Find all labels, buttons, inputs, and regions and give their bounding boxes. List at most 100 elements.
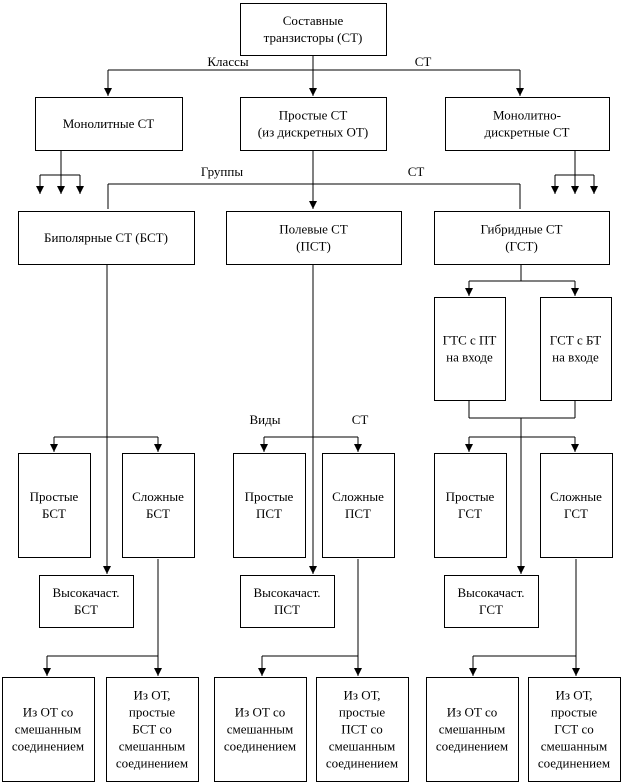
box-label: ПСТ со: [341, 721, 383, 736]
box-frame: [226, 211, 402, 265]
box-frame: [39, 575, 134, 628]
box-root: Составные транзисторы (СТ): [240, 3, 387, 56]
box-label: транзисторы (СТ): [264, 30, 363, 45]
box-gst-hq: Высокачаст. ГСТ: [444, 575, 539, 628]
box-frame: [240, 575, 335, 628]
box-label: (ГСТ): [505, 238, 538, 253]
box-label: ГТС с ПТ: [443, 332, 497, 347]
box-label: ГСТ с БТ: [550, 332, 602, 347]
box-pst-hq: Высокачаст.ПСТ: [240, 575, 335, 628]
label-kinds: Виды: [250, 412, 281, 427]
box-frame: [240, 3, 387, 56]
box-label: Сложные: [132, 489, 184, 504]
box-label: ПСТ: [274, 602, 300, 617]
box-bst-hq: Высокачаст. БСТ: [39, 575, 134, 628]
box-label: смешанным: [119, 738, 185, 753]
box-label: Простые: [245, 489, 294, 504]
box-frame: [35, 97, 183, 151]
box-label: соединением: [224, 738, 296, 753]
box-frame: [540, 453, 613, 558]
box-label: дискретные СТ: [485, 124, 570, 139]
box-label: БСТ: [146, 506, 170, 521]
box-frame: [2, 677, 95, 782]
box-label: смешанным: [439, 721, 505, 736]
box-label: смешанным: [15, 721, 81, 736]
label-groups: Группы: [201, 164, 243, 179]
box-label: соединением: [436, 738, 508, 753]
box-bst: Биполярные СТ (БСТ): [18, 211, 195, 265]
box-label: простые: [129, 704, 175, 719]
box-label: БСТ: [42, 506, 66, 521]
box-label: ПСТ: [256, 506, 282, 521]
box-label: Из ОТ со: [447, 704, 498, 719]
box-b-mixed: Из ОТ со смешанным соединением: [2, 677, 95, 782]
box-label: соединением: [326, 755, 398, 770]
box-label: Высокачаст.: [457, 585, 524, 600]
box-frame: [434, 297, 506, 401]
box-label: смешанным: [227, 721, 293, 736]
box-label: Простые СТ: [279, 107, 348, 122]
box-gts-pt: ГТС с ПТ на входе: [434, 297, 506, 401]
box-label: Из ОТ,: [133, 687, 170, 702]
box-label: соединением: [538, 755, 610, 770]
label-st-classes: СТ: [415, 54, 432, 69]
box-frame: [444, 575, 539, 628]
box-label: Сложные: [332, 489, 384, 504]
box-simple: Простые СТ (из дискретных ОТ): [240, 97, 387, 151]
box-frame: [316, 677, 409, 782]
box-label: (из дискретных ОТ): [258, 124, 368, 139]
box-label: ГСТ со: [554, 721, 593, 736]
box-label: Составные: [283, 13, 344, 28]
box-frame: [426, 677, 519, 782]
box-frame: [18, 453, 91, 558]
box-label: соединением: [116, 755, 188, 770]
box-label: Из ОТ со: [23, 704, 74, 719]
box-pst: Полевые СТ (ПСТ): [226, 211, 402, 265]
label-classes: Классы: [207, 54, 248, 69]
box-label: Полевые СТ: [279, 221, 348, 236]
box-frame: [434, 453, 507, 558]
box-label: на входе: [552, 349, 599, 364]
box-g-mixed: Из ОТ со смешанным соединением: [426, 677, 519, 782]
box-frame: [434, 211, 610, 265]
box-label: Монолитные СТ: [63, 116, 155, 131]
box-label: на входе: [446, 349, 493, 364]
box-label: Высокачаст.: [52, 585, 119, 600]
box-label: Монолитно-: [493, 107, 561, 122]
box-label: смешанным: [541, 738, 607, 753]
box-frame: [445, 97, 610, 151]
box-label: простые: [339, 704, 385, 719]
box-frame: [122, 453, 195, 558]
box-label: Из ОТ,: [343, 687, 380, 702]
box-frame: [528, 677, 621, 782]
box-label: простые: [551, 704, 597, 719]
box-label: соединением: [12, 738, 84, 753]
box-label: ГСТ: [564, 506, 588, 521]
box-label: Из ОТ со: [235, 704, 286, 719]
box-label: Из ОТ,: [555, 687, 592, 702]
box-label: Сложные: [550, 489, 602, 504]
box-label: БСТ со: [132, 721, 172, 736]
box-label: ГСТ: [479, 602, 503, 617]
box-label: (ПСТ): [296, 238, 331, 253]
box-label: БСТ: [74, 602, 98, 617]
box-gst-bt: ГСТ с БТ на входе: [540, 297, 612, 401]
box-label: Гибридные СТ: [481, 221, 563, 236]
box-frame: [240, 97, 387, 151]
box-mono: Монолитные СТ: [35, 97, 183, 151]
box-label: Простые: [446, 489, 495, 504]
box-frame: [322, 453, 395, 558]
label-st-groups: СТ: [408, 164, 425, 179]
box-label: Простые: [30, 489, 79, 504]
box-frame: [540, 297, 612, 401]
box-frame: [214, 677, 307, 782]
box-gst: Гибридные СТ (ГСТ): [434, 211, 610, 265]
